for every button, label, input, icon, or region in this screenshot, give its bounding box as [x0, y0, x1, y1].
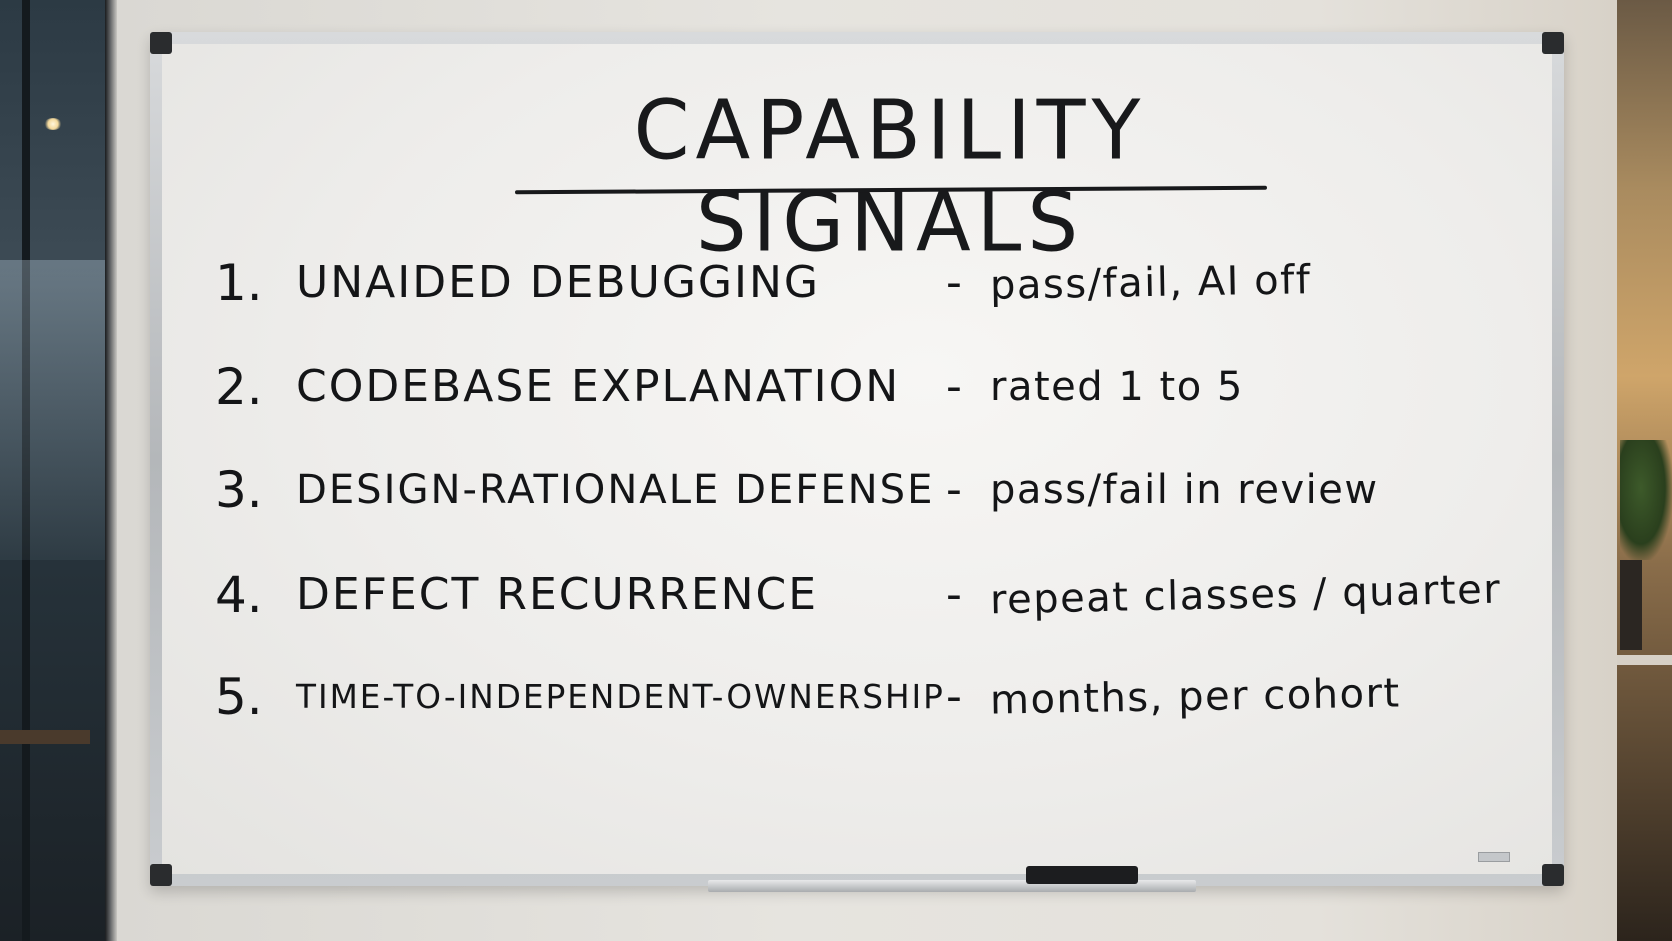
- frame-corner: [1542, 32, 1564, 54]
- brand-plate: [1478, 852, 1510, 862]
- shelf: [1617, 655, 1672, 665]
- potted-plant: [1620, 440, 1672, 560]
- whiteboard-surface: [162, 44, 1552, 874]
- frame-corner: [150, 32, 172, 54]
- item-number: 2.: [215, 358, 263, 416]
- item-dash: -: [946, 569, 962, 620]
- item-label: TIME-TO-INDEPENDENT-OWNERSHIP: [296, 678, 945, 716]
- board-title: CAPABILITY SIGNALS: [633, 83, 1147, 270]
- eraser: [1026, 866, 1138, 884]
- item-detail: pass/fail in review: [990, 467, 1379, 513]
- item-number: 3.: [215, 461, 263, 519]
- item-detail: rated 1 to 5: [990, 364, 1244, 410]
- item-dash: -: [946, 464, 962, 515]
- item-label: CODEBASE EXPLANATION: [296, 361, 901, 412]
- door-edge: [105, 0, 117, 941]
- item-number: 5.: [215, 668, 263, 726]
- item-number: 4.: [215, 566, 263, 624]
- office-window: [0, 0, 105, 941]
- plant-pot: [1620, 560, 1642, 650]
- item-detail: months, per cohort: [989, 670, 1402, 724]
- item-dash: -: [946, 671, 962, 722]
- item-label: DESIGN-RATIONALE DEFENSE: [296, 467, 935, 513]
- item-detail: pass/fail, AI off: [989, 257, 1312, 309]
- item-dash: -: [946, 361, 962, 412]
- window-glow: [0, 260, 105, 560]
- frame-corner: [150, 864, 172, 886]
- item-detail: repeat classes / quarter: [989, 566, 1502, 624]
- frame-corner: [1542, 864, 1564, 886]
- office-table: [0, 730, 90, 744]
- item-label: UNAIDED DEBUGGING: [296, 257, 820, 308]
- item-dash: -: [946, 257, 962, 308]
- item-label: DEFECT RECURRENCE: [296, 569, 819, 620]
- ceiling-light: [44, 118, 62, 130]
- window-mullion: [22, 0, 30, 941]
- item-number: 1.: [215, 254, 263, 312]
